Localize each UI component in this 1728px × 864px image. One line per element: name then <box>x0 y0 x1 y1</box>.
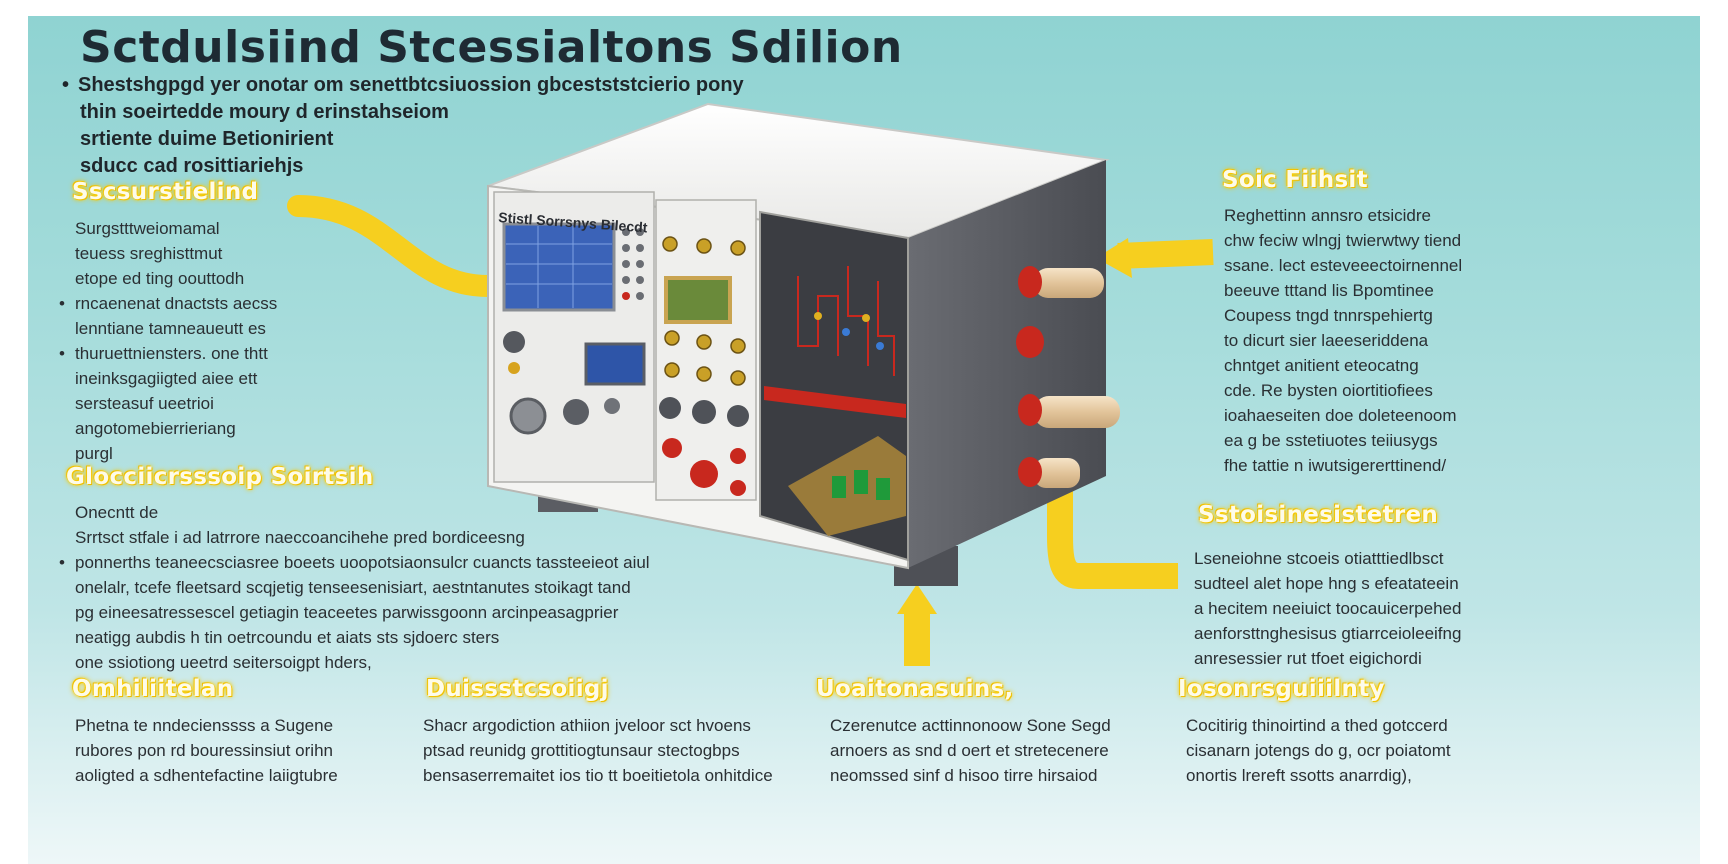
text-line: neatigg aubdis h tin oetrcoundu et aiats… <box>75 628 500 647</box>
text-line: ptsad reunidg grottitiogtunsaur stectogb… <box>423 741 740 760</box>
main-title: Sctdulsiind Stcessialtons Sdilion <box>80 22 903 73</box>
text-line: onortis lrereft ssotts anarrdig), <box>1186 766 1412 785</box>
text-line: cisanarn jotengs do g, ocr poiatomt <box>1186 741 1451 760</box>
text-line: Cocitirig thinoirtind a thed gotccerd <box>1186 716 1448 735</box>
heading-left-middle: Glocciicrsssoip Soirtsih <box>66 464 374 490</box>
text-line: Coupess tngd tnnrspehiertg <box>1224 306 1433 325</box>
infographic-poster: Stistl Sorrsnys Bilecdt Sctdulsiind Stce… <box>28 16 1700 864</box>
text-line: Reghettinn annsro etsicidre <box>1224 206 1431 225</box>
text-line: a hecitem neeiuict toocauicerpehed <box>1194 599 1462 618</box>
capacitors <box>832 470 890 500</box>
body-left-top: Surgstttweiomamal teuess sreghisttmut et… <box>59 216 277 466</box>
text-line: fhe tattie n iwutsigererttinend/ <box>1224 456 1447 475</box>
arrow-right-middle <box>1047 466 1178 589</box>
text-line: purgl <box>75 444 113 463</box>
screen-main-grid <box>506 226 612 308</box>
text-line: to dicurt sier laeeseriddena <box>1224 331 1429 350</box>
arrow-up-stem <box>904 606 930 666</box>
text-line: etope ed ting oouttodh <box>75 269 245 288</box>
text-line: rncaenenat dnactsts aecss <box>59 291 277 316</box>
electronic-cabinet <box>487 102 1120 586</box>
side-connectors <box>1016 266 1120 488</box>
text-line: rubores pon rd bouressinsiut orihn <box>75 741 333 760</box>
text-line: cde. Re bysten oiortitiofiees <box>1224 381 1433 400</box>
heading-bottom-1: Omhiliitelan <box>72 676 234 702</box>
knob-2 <box>508 362 520 374</box>
text-line: beeuve tttand lis Bpomtinee <box>1224 281 1434 300</box>
text-line: onelalr, tcefe fleetsard scqjetig tensee… <box>75 578 631 597</box>
text-line: arnoers as snd d oert et stretecenere <box>830 741 1109 760</box>
text-line: chw feciw wlngj twierwtwy tiend <box>1224 231 1462 250</box>
heading-left-top: Sscsurstielind <box>72 179 259 205</box>
heading-right-top: Soic Fiihsit <box>1222 167 1368 193</box>
text-line: pg eineesatressescel getiagin teaceetes … <box>75 603 619 622</box>
knob-1 <box>503 331 525 353</box>
gold-knobs <box>662 236 746 386</box>
keypad <box>622 228 644 300</box>
intro-line: Shestshgpgd yer onotar om senettbtcsiuos… <box>62 72 744 99</box>
black-knobs <box>659 397 749 427</box>
intro-line: srtiente duime Betionirient <box>80 128 334 150</box>
text-line: Onecntt de <box>75 503 159 522</box>
knob-3 <box>563 399 589 425</box>
body-right-top: Reghettinn annsro etsicidre chw feciw wl… <box>1224 203 1462 478</box>
text-line: Shacr argodiction athiion jveloor sct hv… <box>423 716 751 735</box>
screen-main <box>502 222 616 312</box>
body-left-middle: Onecntt de Srrtsct stfale i ad latrrore … <box>59 500 650 675</box>
text-line: ioahaeseiten doe doleteenoom <box>1224 406 1457 425</box>
intro-line: sducc cad rosittiariehjs <box>80 155 304 177</box>
text-line: neomssed sinf d hisoo tirre hirsaiod <box>830 766 1098 785</box>
text-line: sersteasuf ueetrioi <box>75 394 214 413</box>
text-line: anresessier rut tfoet eigichordi <box>1194 649 1422 668</box>
circuit-traces <box>797 266 895 376</box>
intro-line: thin soeirtedde moury d erinstahseiom <box>80 101 449 123</box>
arrow-right-top-head <box>1096 238 1132 278</box>
components <box>814 312 884 350</box>
body-right-middle: Lseneiohne stcoeis otiatttiedlbsct sudte… <box>1194 546 1461 671</box>
body-bottom-3: Czerenutce acttinnonoow Sone Segd arnoer… <box>830 713 1111 788</box>
lcd-display <box>664 276 732 324</box>
connector-arrows <box>287 195 1214 666</box>
text-line: thuruettniensters. one thtt <box>59 341 277 366</box>
circuit-shelf <box>764 386 906 418</box>
heading-bottom-4: Iosonrsguiiilnty <box>1178 676 1385 702</box>
text-line: lenntiane tamneaueutt es <box>75 319 266 338</box>
heading-bottom-3: Uoaitonasuins, <box>816 676 1014 702</box>
red-buttons <box>662 438 746 496</box>
text-line: teuess sreghisttmut <box>75 244 223 263</box>
text-line: chntget anitient eteocatng <box>1224 356 1419 375</box>
screen-small <box>584 342 646 386</box>
intro-text: Shestshgpgd yer onotar om senettbtcsiuos… <box>62 72 744 180</box>
arrow-up-head <box>897 584 937 614</box>
dial-large <box>509 397 547 435</box>
heading-bottom-2: Duissstcsoiigj <box>426 676 609 702</box>
text-line: Phetna te nndecienssss a Sugene <box>75 716 334 735</box>
text-line: ssane. lect esteveeectoirnennel <box>1224 256 1463 275</box>
arrow-left-top <box>287 195 499 297</box>
text-line: ineinksgagiigted aiee ett <box>75 369 258 388</box>
text-line: bensaserremaitet ios tio tt boeitietola … <box>423 766 773 785</box>
text-line: Srrtsct stfale i ad latrrore naeccoancih… <box>75 528 525 547</box>
text-line: Surgstttweiomamal <box>75 219 220 238</box>
text-line: Lseneiohne stcoeis otiatttiedlbsct <box>1194 549 1444 568</box>
text-line: one ssiotiong ueetrd seitersoigpt hders, <box>75 653 372 672</box>
heading-right-middle: Sstoisinesistetren <box>1198 502 1439 528</box>
text-line: angotomebierrieriang <box>75 419 236 438</box>
text-line: aenforsttnghesisus gtiarrceioleeifng <box>1194 624 1462 643</box>
arrow-right-top <box>1117 239 1214 269</box>
text-line: ea g be sstetiuotes teiiusygs <box>1224 431 1438 450</box>
knob-4 <box>604 398 620 414</box>
text-line: ponnerths teaneecsciasree boeets uoopots… <box>59 550 650 575</box>
body-bottom-4: Cocitirig thinoirtind a thed gotccerd ci… <box>1186 713 1451 788</box>
circuit-board <box>788 436 906 536</box>
text-line: aoligted a sdhentefactine laiigtubre <box>75 766 338 785</box>
body-bottom-1: Phetna te nndecienssss a Sugene rubores … <box>75 713 338 788</box>
text-line: sudteel alet hope hng s efeatateein <box>1194 574 1459 593</box>
body-bottom-2: Shacr argodiction athiion jveloor sct hv… <box>423 713 773 788</box>
device-diagram: Stistl Sorrsnys Bilecdt <box>287 102 1214 666</box>
text-line: Czerenutce acttinnonoow Sone Segd <box>830 716 1111 735</box>
